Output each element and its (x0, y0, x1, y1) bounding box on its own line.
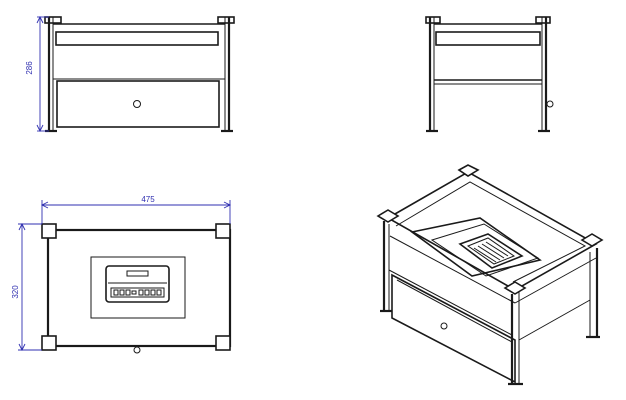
burner-control-slots (113, 289, 162, 296)
side-view (425, 16, 554, 133)
width-dimension: 475 (40, 195, 232, 224)
front-view (44, 16, 235, 133)
depth-dimension: 320 (11, 222, 42, 352)
isometric-view (376, 164, 604, 386)
height-dimension-label: 286 (25, 61, 34, 75)
width-dimension-label: 475 (141, 195, 155, 204)
top-view (41, 223, 232, 354)
burner-slots (473, 241, 509, 263)
height-dimension: 286 (25, 15, 49, 133)
depth-dimension-label: 320 (11, 285, 20, 299)
